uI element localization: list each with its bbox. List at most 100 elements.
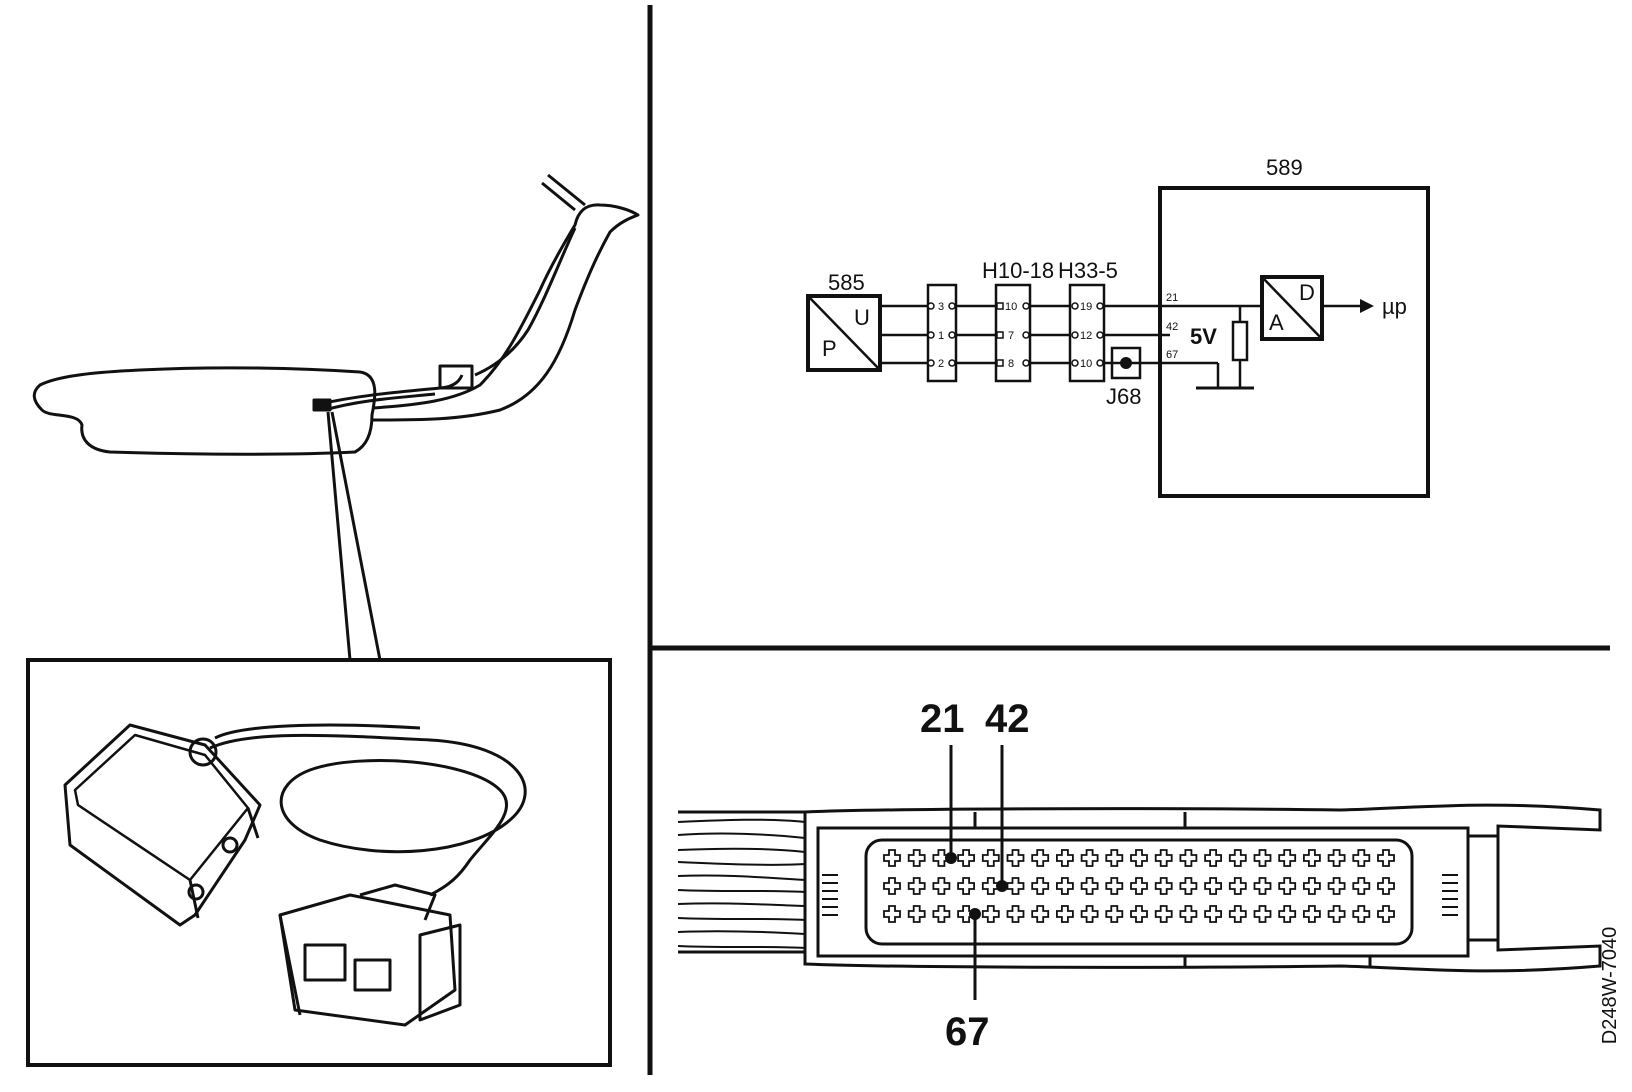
pin-cavity — [1204, 905, 1222, 923]
pin-cavity — [883, 849, 901, 867]
ad-converter-symbol — [1260, 275, 1324, 341]
connector-1-pin-1: 3 — [938, 301, 944, 313]
pin-cavity — [1352, 877, 1371, 895]
pin-cavity — [1278, 849, 1297, 867]
voltage-5v-label: 5V — [1190, 324, 1217, 349]
pin-cavity — [1130, 905, 1148, 923]
pin-21-callout: 21 — [920, 697, 965, 741]
pin-cavity — [1179, 877, 1198, 895]
pin-cavity — [1253, 849, 1272, 867]
pin-cavity — [1105, 849, 1124, 867]
connector-h10-18-label: H10-18 — [982, 258, 1054, 283]
pin-cavity — [1056, 849, 1074, 867]
sensor-585-block: 585 U P — [806, 270, 882, 372]
connector-1-pin-2: 1 — [938, 330, 944, 342]
pin-cavity — [1130, 849, 1148, 867]
pin-cavity — [1130, 877, 1148, 895]
connector-1-pin-3: 2 — [938, 358, 944, 370]
pin-cavity — [981, 905, 1000, 923]
pin-cavity — [907, 905, 926, 923]
pin-cavity-grid — [883, 849, 1395, 923]
pin-cavity — [1327, 905, 1346, 923]
pin-cavity — [1204, 849, 1222, 867]
ecu-pin-42: 42 — [1166, 321, 1178, 333]
sensor-letter-p: P — [822, 336, 837, 361]
detail-pointer — [326, 411, 382, 661]
pin-cavity — [1179, 905, 1198, 923]
pin-cavity — [883, 877, 901, 895]
pin-cavity — [1080, 905, 1099, 923]
pin-cavity — [883, 905, 901, 923]
connector-h10-18-pin-2: 7 — [1008, 330, 1014, 342]
pin-cavity — [957, 905, 975, 923]
connector-h33-5-pin-3: 10 — [1080, 358, 1092, 370]
pin-cavity — [1377, 877, 1395, 895]
pin-cavity — [1105, 877, 1124, 895]
pin-cavity — [907, 877, 926, 895]
connector-h10-18-pin-1: 10 — [1005, 301, 1017, 313]
ecu-pin-21: 21 — [1166, 292, 1178, 304]
adc-letter-d: D — [1299, 280, 1315, 305]
pin-cavity — [1031, 905, 1050, 923]
sensor-letter-u: U — [854, 305, 870, 330]
pin-cavity — [1080, 877, 1099, 895]
connector-h10-18-pin-3: 8 — [1008, 358, 1014, 370]
pin-cavity — [1303, 877, 1321, 895]
pin-cavity — [1377, 849, 1395, 867]
connector-h33-5-pin-1: 19 — [1080, 301, 1092, 313]
ecu-589-block: 589 21 42 67 5V A D µp — [1158, 155, 1430, 498]
pin-cavity — [1228, 849, 1247, 867]
pin-42-callout: 42 — [985, 697, 1030, 741]
pin-cavity — [1352, 849, 1371, 867]
pin-callouts — [945, 745, 1008, 1000]
pin-cavity — [1327, 877, 1346, 895]
pin-cavity — [932, 877, 951, 895]
pin-cavity — [1253, 905, 1272, 923]
ecu-589-label: 589 — [1266, 155, 1303, 180]
pin-cavity — [1303, 849, 1321, 867]
pin-cavity — [907, 849, 926, 867]
pin-cavity — [1154, 877, 1173, 895]
pin-cavity — [1056, 905, 1074, 923]
pin-cavity — [1303, 905, 1321, 923]
connector-h33-5-pin-2: 12 — [1080, 330, 1092, 342]
pin-cavity — [957, 849, 975, 867]
pin-cavity — [1179, 849, 1198, 867]
pin-cavity — [1006, 877, 1025, 895]
pin-cavity — [1278, 877, 1297, 895]
pin-cavity — [1154, 849, 1173, 867]
pin-cavity — [1327, 849, 1346, 867]
pin-cavity — [1006, 905, 1025, 923]
test-point-j68: J68 — [1106, 346, 1141, 409]
pin-cavity — [1031, 849, 1050, 867]
output-up-label: µp — [1382, 294, 1407, 319]
drawing-reference-code: D248W-7040 — [1599, 926, 1622, 1044]
pin-cavity — [1031, 877, 1050, 895]
output-arrow-icon — [1360, 299, 1374, 313]
pin-cavity — [1228, 905, 1247, 923]
pin-cavity — [1377, 905, 1395, 923]
pin-cavity — [1006, 849, 1025, 867]
pin-cavity — [1228, 877, 1247, 895]
pin-67-callout: 67 — [945, 1010, 990, 1054]
pin-cavity — [1204, 877, 1222, 895]
sensor-585-label: 585 — [828, 270, 865, 295]
wiring-schematic: 585 U P 3 — [806, 155, 1430, 498]
connector-h33-5: H33-5 19 12 10 — [1058, 258, 1118, 383]
wire-harness — [677, 818, 806, 949]
pin-cavity — [981, 877, 1000, 895]
pin-cavity — [1056, 877, 1074, 895]
connector-h33-5-label: H33-5 — [1058, 258, 1118, 283]
drawing-reference: D248W-7040 — [1596, 910, 1626, 1060]
connector-shell — [678, 803, 1602, 973]
connector-1: 3 1 2 — [926, 283, 958, 383]
pin-cavity — [1278, 905, 1297, 923]
pin-cavity — [957, 877, 975, 895]
pin-cavity — [932, 849, 951, 867]
test-point-j68-label: J68 — [1106, 384, 1141, 409]
vehicle-seat-illustration — [32, 173, 640, 456]
adc-letter-a: A — [1269, 310, 1284, 335]
ecu-pin-67: 67 — [1166, 349, 1178, 361]
pin-cavity — [1105, 905, 1124, 923]
connector-h10-18: H10-18 10 7 8 — [982, 258, 1054, 383]
